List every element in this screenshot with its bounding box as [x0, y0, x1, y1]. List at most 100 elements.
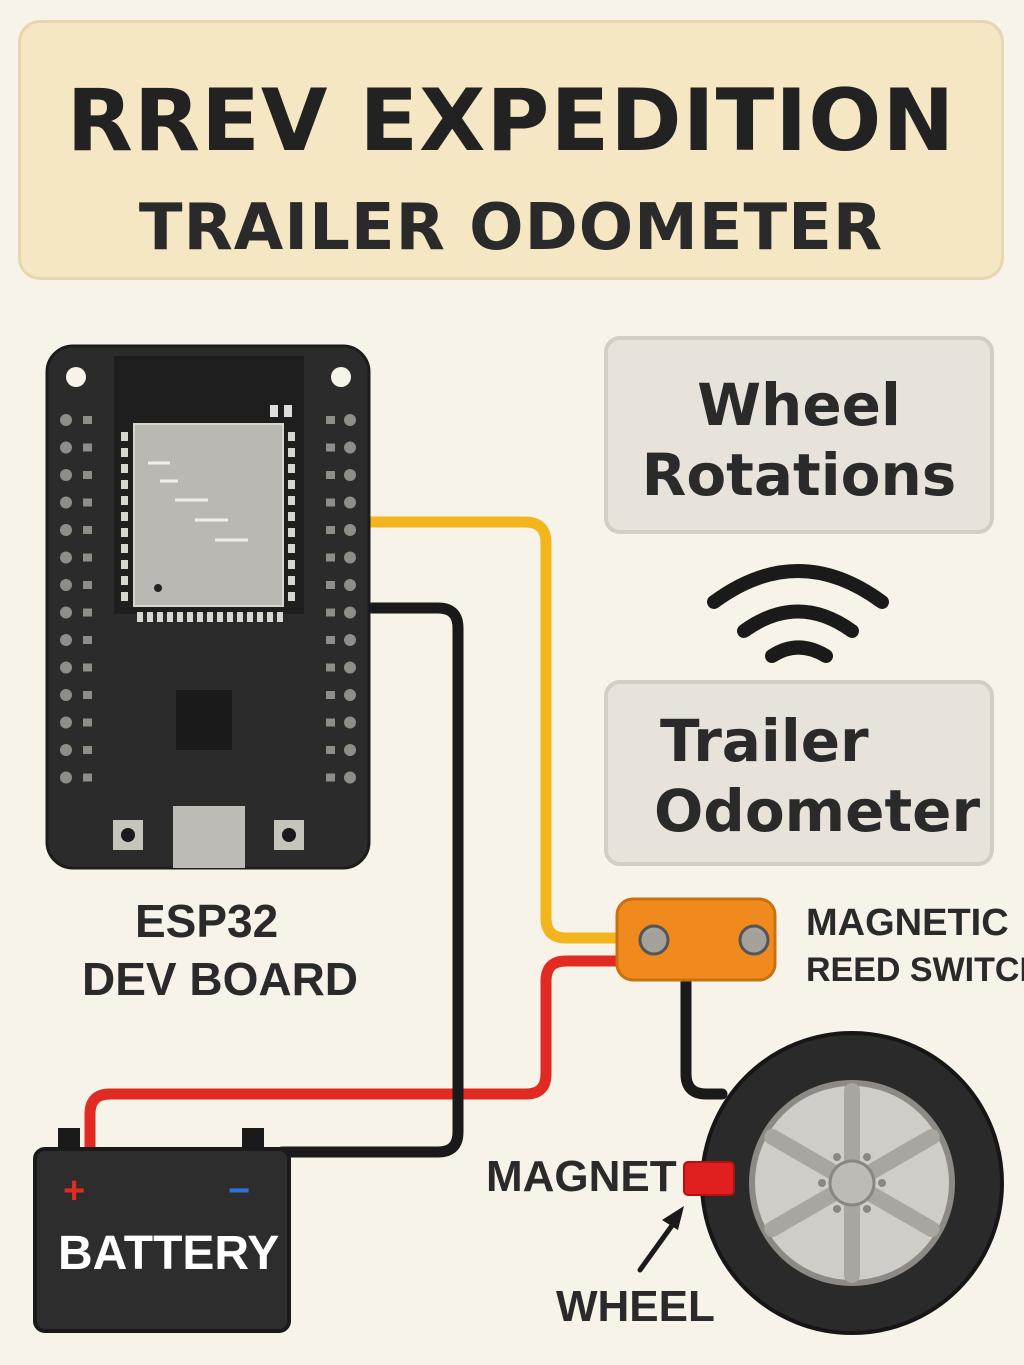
magnet-icon: [683, 1161, 735, 1196]
header-pin: [60, 414, 72, 426]
header-pad: [326, 498, 335, 507]
chip-pin: [227, 612, 233, 622]
chip-pin: [288, 560, 295, 569]
trailer-odometer-line-2: Odometer: [654, 777, 981, 845]
header-pad: [83, 691, 92, 699]
title-line-2: TRAILER ODOMETER: [138, 191, 884, 265]
wheel-rotations-line-2: Rotations: [641, 441, 957, 509]
header-pin: [60, 771, 72, 784]
esp32-label-line-1: ESP32: [135, 895, 279, 947]
wheel-rotations-box: Wheel Rotations: [604, 336, 994, 534]
chip-pin: [121, 576, 128, 585]
chip-pin: [121, 528, 128, 537]
header-pins: [60, 414, 356, 784]
header-pad: [83, 416, 92, 424]
chip-pin: [121, 592, 128, 601]
header-pin: [60, 661, 72, 674]
chip-pin: [288, 464, 295, 473]
chip-pin: [167, 612, 173, 622]
header-pin: [60, 441, 72, 454]
header-pad: [83, 773, 92, 782]
trailer-odometer-line-1: Trailer: [660, 707, 869, 775]
header-pin: [60, 579, 72, 591]
battery-icon: [33, 1128, 291, 1333]
header-pad: [326, 581, 335, 589]
reed-switch-label-line-1: MAGNETIC: [806, 902, 1009, 944]
header-pad: [83, 471, 92, 479]
chip-pin: [207, 612, 213, 622]
battery-label: BATTERY: [58, 1227, 280, 1280]
header-pin: [344, 771, 356, 784]
chip-pin: [121, 544, 128, 553]
header-pin: [344, 579, 356, 591]
chip-pin: [121, 448, 128, 457]
header-pad: [83, 498, 92, 507]
header-pad: [326, 471, 335, 479]
esp32-board-icon: [45, 344, 371, 870]
lug-nut: [878, 1179, 886, 1187]
lug-nut: [833, 1153, 841, 1162]
chip-pin: [288, 528, 295, 537]
battery-minus-sign: −: [228, 1170, 251, 1212]
lug-nut: [818, 1179, 826, 1187]
title-line-1: RREV EXPEDITION: [66, 71, 956, 171]
header-pad: [83, 553, 92, 562]
title-banner: RREV EXPEDITION TRAILER ODOMETER: [18, 20, 1004, 280]
header-pin: [344, 469, 356, 481]
header-pad: [83, 636, 92, 644]
wheel-icon: [700, 1031, 1004, 1335]
chip-pin: [288, 512, 295, 521]
header-pin: [60, 606, 72, 619]
lug-nut: [863, 1204, 871, 1213]
ground-wire: [276, 602, 464, 1158]
chip-pin: [217, 612, 223, 622]
wheel-spoke: [864, 1187, 940, 1237]
wheel-label: WHEEL: [556, 1282, 715, 1331]
header-pin: [344, 551, 356, 564]
lug-nut: [863, 1153, 871, 1162]
header-pad: [326, 773, 335, 782]
wheel-spoke: [764, 1187, 840, 1237]
chip-pin: [121, 560, 128, 569]
chip-pin: [288, 432, 295, 441]
header-pin: [344, 606, 356, 619]
header-pin: [60, 551, 72, 564]
chip-pin: [177, 612, 183, 622]
header-pin: [60, 716, 72, 729]
esp32-label-line-2: DEV BOARD: [82, 953, 359, 1005]
header-pin: [344, 661, 356, 674]
header-pad: [326, 443, 335, 452]
header-pad: [326, 718, 335, 727]
chip-pin: [267, 612, 273, 622]
chip-pin: [121, 512, 128, 521]
chip-pin: [288, 576, 295, 585]
chip-pin: [288, 448, 295, 457]
chip-pin: [288, 544, 295, 553]
reed-switch-label-line-2: REED SWITCH: [806, 951, 1024, 989]
chip-pin: [157, 612, 163, 622]
chip-pin: [121, 432, 128, 441]
header-pin: [344, 716, 356, 729]
header-pin: [344, 414, 356, 426]
power-wire: [84, 955, 631, 1154]
wireless-signal-icon: [707, 564, 889, 663]
signal-wire: [364, 516, 631, 944]
header-pad: [83, 581, 92, 589]
sensor-wire: [680, 972, 728, 1100]
header-pad: [83, 718, 92, 727]
chip-pin: [121, 496, 128, 505]
chip-pin: [187, 612, 193, 622]
chip-pin: [257, 612, 263, 622]
header-pin: [344, 634, 356, 646]
chip-pin: [277, 612, 283, 622]
header-pin: [344, 689, 356, 701]
header-pin: [60, 469, 72, 481]
magnet-label: MAGNET: [486, 1152, 677, 1201]
header-pin: [60, 496, 72, 509]
header-pad: [326, 526, 335, 534]
header-pad: [83, 608, 92, 617]
lug-nut: [833, 1204, 841, 1213]
header-pad: [326, 746, 335, 754]
